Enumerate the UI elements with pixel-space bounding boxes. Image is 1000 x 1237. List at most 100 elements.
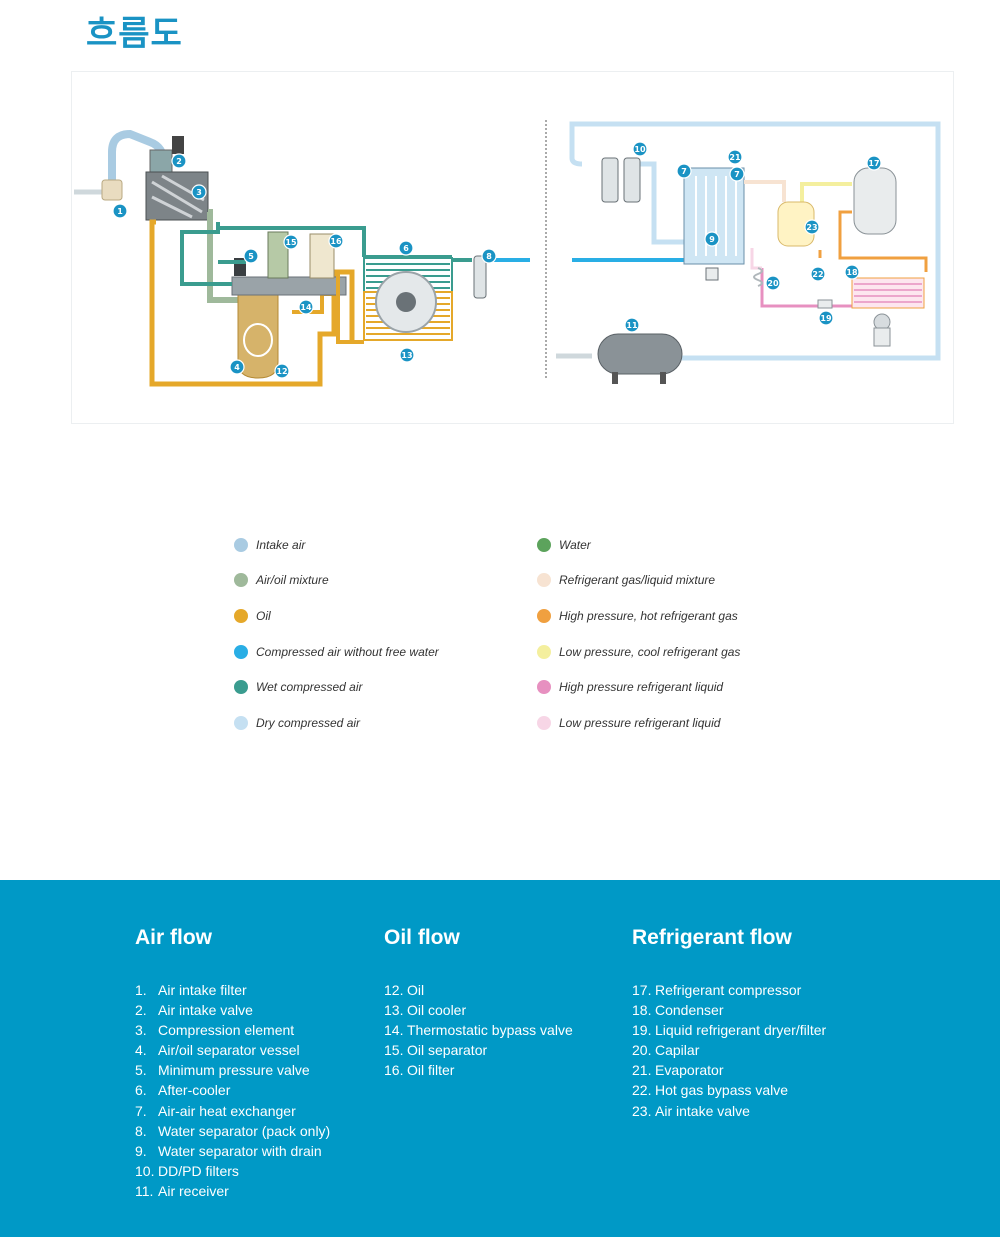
list-item: 22.Hot gas bypass valve [632, 1080, 826, 1100]
list-item: 11.Air receiver [135, 1181, 330, 1201]
component-badge-11: 11 [624, 317, 640, 333]
list-item: 5.Minimum pressure valve [135, 1060, 330, 1080]
legend-swatch [537, 645, 551, 659]
item-number: 5. [135, 1062, 147, 1079]
item-label: Thermostatic bypass valve [407, 1022, 573, 1039]
oil-separator [267, 231, 289, 279]
item-number: 23. [632, 1102, 652, 1119]
badge-number: 3 [196, 188, 202, 197]
badge-number: 10 [634, 145, 646, 154]
refrigerant-mix-line [744, 180, 786, 202]
legend-item: Dry compressed air [234, 714, 360, 732]
badge-number: 18 [846, 268, 858, 277]
legend-label: High pressure, hot refrigerant gas [559, 609, 738, 623]
item-number: 11. [135, 1182, 154, 1199]
list-item: 10.DD/PD filters [135, 1161, 330, 1181]
legend-swatch [537, 680, 551, 694]
legend-swatch [234, 680, 248, 694]
badge-number: 7 [681, 167, 687, 176]
list-item: 15.Oil separator [384, 1040, 573, 1060]
item-number: 3. [135, 1022, 147, 1039]
air-intake-valve [149, 149, 173, 173]
dry-air-loop [569, 121, 941, 361]
legend-swatch [234, 538, 248, 552]
badge-number: 11 [626, 321, 638, 330]
oil-flow-title: Oil flow [384, 926, 460, 949]
legend-swatch [234, 716, 248, 730]
item-number: 1. [135, 982, 147, 998]
item-number: 6. [135, 1082, 147, 1099]
refrigerant-flow-column: Refrigerant flow 17.Refrigerant compress… [632, 926, 826, 1121]
liquid-refrigerant-dryer [817, 299, 833, 309]
badge-number: 9 [709, 235, 715, 244]
item-label: Air/oil separator vessel [158, 1042, 300, 1059]
list-item: 3.Compression element [135, 1020, 330, 1040]
list-item: 2.Air intake valve [135, 1000, 330, 1020]
component-badge-10: 10 [632, 141, 648, 157]
cool-gas-line [800, 182, 852, 202]
component-badge-6: 6 [398, 240, 414, 256]
component-badge-1: 1 [112, 203, 128, 219]
water-separator-drain [705, 267, 719, 281]
component-badge-7: 7 [676, 163, 692, 179]
list-item: 23.Air intake valve [632, 1101, 826, 1121]
component-badge-4: 4 [229, 359, 245, 375]
component-badge-14: 14 [298, 299, 314, 315]
refrigerant-flow-list: 17.Refrigerant compressor 18.Condenser 1… [632, 980, 826, 1121]
item-number: 21. [632, 1062, 652, 1079]
air-flow-column: Air flow 1.Air intake filter 2.Air intak… [135, 926, 330, 1201]
legend-item: High pressure refrigerant liquid [537, 678, 723, 696]
badge-number: 19 [820, 314, 832, 323]
component-badge-16: 16 [328, 233, 344, 249]
item-label: Oil [407, 982, 425, 998]
item-number: 13. [384, 1002, 404, 1019]
legend-item: Water [537, 536, 591, 554]
component-badge-17: 17 [866, 155, 882, 171]
item-label: Oil filter [407, 1062, 455, 1079]
item-number: 18. [632, 1002, 652, 1019]
item-label: Water separator (pack only) [158, 1122, 331, 1139]
badge-number: 1 [117, 207, 123, 216]
legend: Intake air Air/oil mixture Oil Compresse… [234, 536, 794, 736]
legend-item: Intake air [234, 536, 305, 554]
component-badge-9: 9 [704, 231, 720, 247]
item-number: 9. [135, 1142, 147, 1159]
item-label: Air intake filter [158, 982, 247, 998]
item-label: Oil cooler [407, 1002, 467, 1019]
manifold-block [231, 276, 347, 296]
air-flow-list: 1. Air intake filter 2.Air intake valve 3… [135, 980, 330, 1201]
item-label: Air receiver [158, 1182, 229, 1199]
list-item: 6.After-cooler [135, 1080, 330, 1100]
legend-swatch [234, 573, 248, 587]
item-number: 22. [632, 1082, 652, 1099]
item-number: 2. [135, 1002, 147, 1019]
legend-swatch [537, 573, 551, 587]
legend-item: Low pressure, cool refrigerant gas [537, 643, 740, 661]
badge-number: 12 [276, 367, 287, 376]
legend-swatch [537, 716, 551, 730]
item-label: Oil separator [407, 1042, 488, 1059]
item-label: Air intake valve [655, 1102, 750, 1119]
legend-item: Air/oil mixture [234, 571, 329, 589]
legend-label: High pressure refrigerant liquid [559, 680, 724, 694]
legend-swatch [537, 609, 551, 623]
item-number: 14. [384, 1022, 404, 1039]
list-item: 18.Condenser [632, 1000, 826, 1020]
badge-number: 20 [767, 279, 779, 288]
component-badge-12: 12 [274, 363, 290, 379]
legend-label: Low pressure, cool refrigerant gas [559, 645, 741, 659]
refrigerant-compressor [853, 167, 897, 235]
legend-item: Refrigerant gas/liquid mixture [537, 571, 715, 589]
hot-gas-line [838, 210, 928, 272]
badge-number: 15 [285, 238, 297, 247]
list-item: 9.Water separator with drain [135, 1141, 330, 1161]
list-item: 16.Oil filter [384, 1060, 573, 1080]
item-number: 12. [384, 982, 404, 998]
component-badge-3: 3 [191, 184, 207, 200]
badge-number: 8 [486, 252, 492, 261]
legend-label: Oil [256, 609, 271, 623]
badge-number: 13 [401, 351, 412, 360]
list-item: 1. Air intake filter [135, 980, 330, 1000]
item-label: Condenser [655, 1002, 724, 1019]
